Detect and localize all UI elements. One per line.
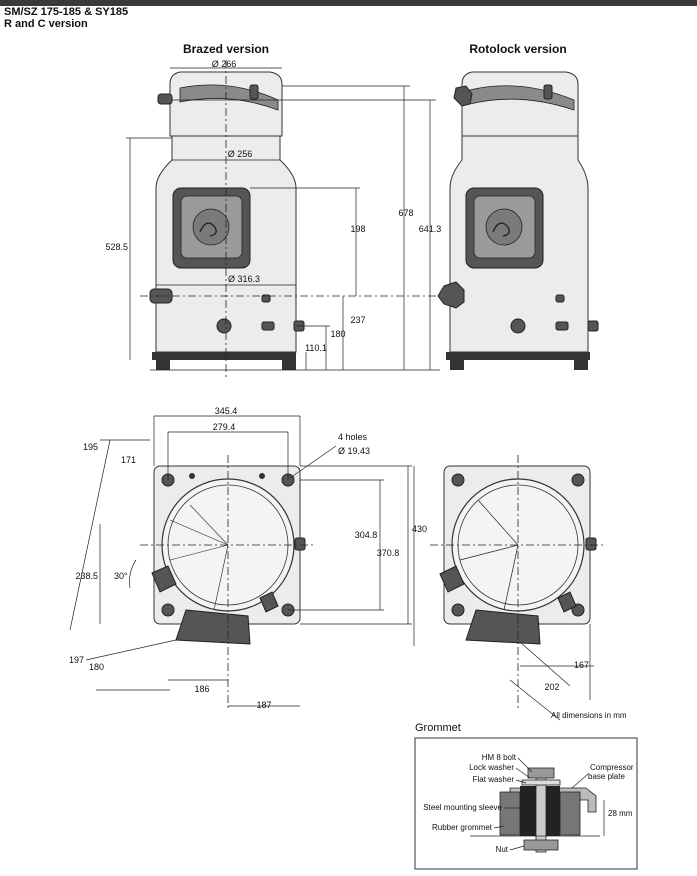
dim-d266: Ø 266 xyxy=(212,59,237,69)
dim-h678: 678 xyxy=(398,208,413,218)
dim-d187: 187 xyxy=(256,700,271,710)
grommet-title: Grommet xyxy=(415,722,461,734)
dim-d256: Ø 256 xyxy=(228,149,253,159)
grommet-detail: Grommet HM 8 bolt Lock washer Flat washe… xyxy=(414,722,638,870)
dim-w2794: 279.4 xyxy=(213,422,236,432)
header-subtitle: R and C version xyxy=(4,18,88,30)
brazed-top-view: 345.4 279.4 4 holes Ø 19.43 195 171 304.… xyxy=(69,406,427,710)
dim-d202: 202 xyxy=(544,682,559,692)
dim-d197: 197 xyxy=(69,655,84,665)
dim-d171: 171 xyxy=(121,455,136,465)
dim-holes: 4 holes xyxy=(338,432,368,442)
terminal-box-top xyxy=(175,609,251,645)
dim-h198: 198 xyxy=(350,224,365,234)
label-bolt: HM 8 bolt xyxy=(482,753,517,762)
header: SM/SZ 175-185 & SY185 R and C version xyxy=(4,6,128,30)
label-sleeve: Steel mounting sleeve xyxy=(423,803,502,812)
dim-h6413: 641.3 xyxy=(419,224,442,234)
units-note: All dimensions in mm xyxy=(551,711,627,720)
label-28mm: 28 mm xyxy=(608,809,633,818)
label-flat: Flat washer xyxy=(473,775,515,784)
dim-h180: 180 xyxy=(330,329,345,339)
dim-h3048: 304.8 xyxy=(355,530,378,540)
header-title: SM/SZ 175-185 & SY185 xyxy=(4,6,129,18)
dim-h1101: 110.1 xyxy=(305,343,327,353)
label-base-2: base plate xyxy=(588,772,625,781)
dim-hole-dia: Ø 19.43 xyxy=(338,446,370,456)
rotolock-title: Rotolock version xyxy=(469,42,566,56)
dim-h430: 430 xyxy=(412,524,427,534)
dim-d2385: 238.5 xyxy=(75,571,98,581)
label-lock: Lock washer xyxy=(469,763,514,772)
rotolock-suction-valve xyxy=(437,281,465,309)
discharge-fitting xyxy=(157,93,173,105)
dim-d3163: Ø 316.3 xyxy=(228,274,260,284)
dim-h237: 237 xyxy=(350,315,365,325)
label-rubber: Rubber grommet xyxy=(432,823,493,832)
brazed-side-view: Brazed version Ø 266 Ø 256 Ø 316.3 xyxy=(105,42,441,380)
dim-d167: 167 xyxy=(574,660,589,670)
label-nut: Nut xyxy=(496,845,509,854)
dim-d186: 186 xyxy=(194,684,209,694)
rotolock-side-view: Rotolock version xyxy=(437,42,599,370)
dim-d195: 195 xyxy=(83,442,98,452)
dim-w3454: 345.4 xyxy=(215,406,238,416)
top-bar xyxy=(0,0,697,6)
dim-h5285: 528.5 xyxy=(105,242,128,252)
suction-stub-top xyxy=(151,565,177,593)
dim-h3708: 370.8 xyxy=(377,548,400,558)
label-base-1: Compressor xyxy=(590,763,634,772)
dim-d180: 180 xyxy=(89,662,104,672)
brazed-title: Brazed version xyxy=(183,42,269,56)
dim-angle: 30° xyxy=(114,571,128,581)
rotolock-top-view: 167 202 All dimensions in mm xyxy=(430,455,627,721)
